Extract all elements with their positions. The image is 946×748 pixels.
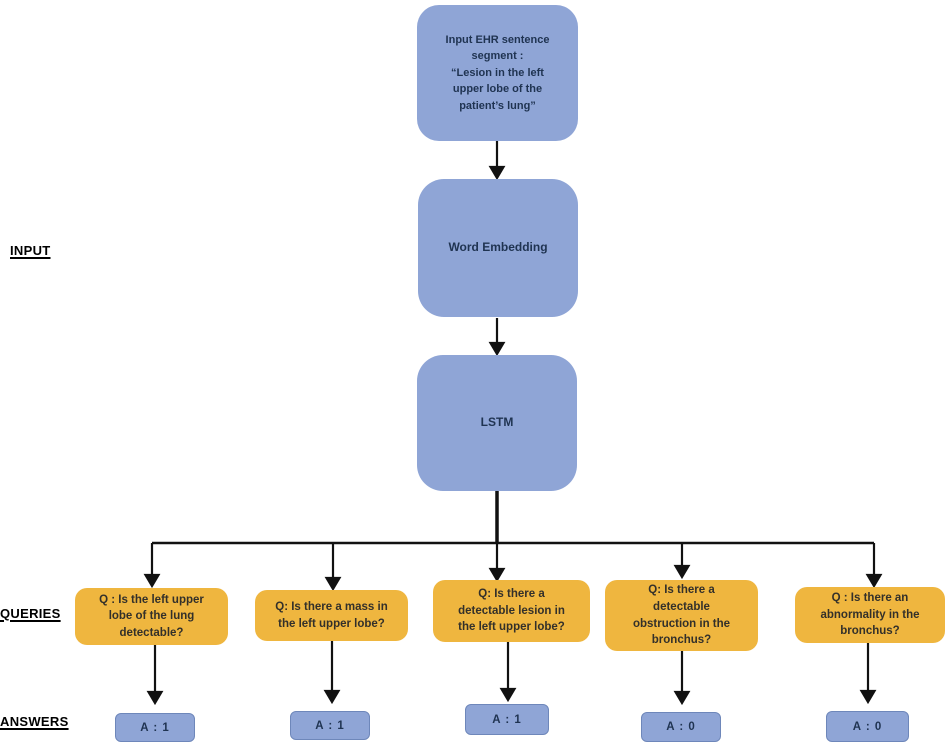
stage-label-queries: QUERIES (0, 606, 61, 621)
lstm-box: LSTM (417, 355, 577, 491)
query-box-2: Q: Is there a mass in the left upper lob… (255, 590, 408, 641)
arrowhead-answer-3 (499, 687, 517, 703)
arrowhead-answer-4 (673, 690, 691, 706)
arrowhead-answer-5 (859, 689, 877, 705)
arrowhead-query-5 (865, 573, 883, 589)
word-embedding-box: Word Embedding (418, 179, 578, 317)
arrowhead-embedding-to-lstm (488, 341, 506, 357)
answer-box-3: A : 1 (465, 704, 549, 735)
query-box-1: Q : Is the left upper lobe of the lung d… (75, 588, 228, 645)
stage-label-answers: ANSWERS (0, 714, 69, 729)
arrowhead-query-1 (143, 573, 161, 589)
arrowhead-answer-1 (146, 690, 164, 706)
answer-box-5: A : 0 (826, 711, 909, 742)
arrowhead-answer-2 (323, 689, 341, 705)
input-sentence-box: Input EHR sentence segment : “Lesion in … (417, 5, 578, 141)
answer-box-4: A : 0 (641, 712, 721, 742)
answer-box-1: A : 1 (115, 713, 195, 742)
stage-label-input: INPUT (10, 243, 51, 258)
answer-box-2: A : 1 (290, 711, 370, 740)
query-box-4: Q: Is there a detectable obstruction in … (605, 580, 758, 651)
query-box-5: Q : Is there an abnormality in the bronc… (795, 587, 945, 643)
arrowhead-query-2 (324, 576, 342, 592)
arrowhead-input-to-embedding (488, 165, 506, 181)
arrowhead-query-4 (673, 564, 691, 580)
query-box-3: Q: Is there a detectable lesion in the l… (433, 580, 590, 642)
arrowhead-query-3 (488, 567, 506, 583)
